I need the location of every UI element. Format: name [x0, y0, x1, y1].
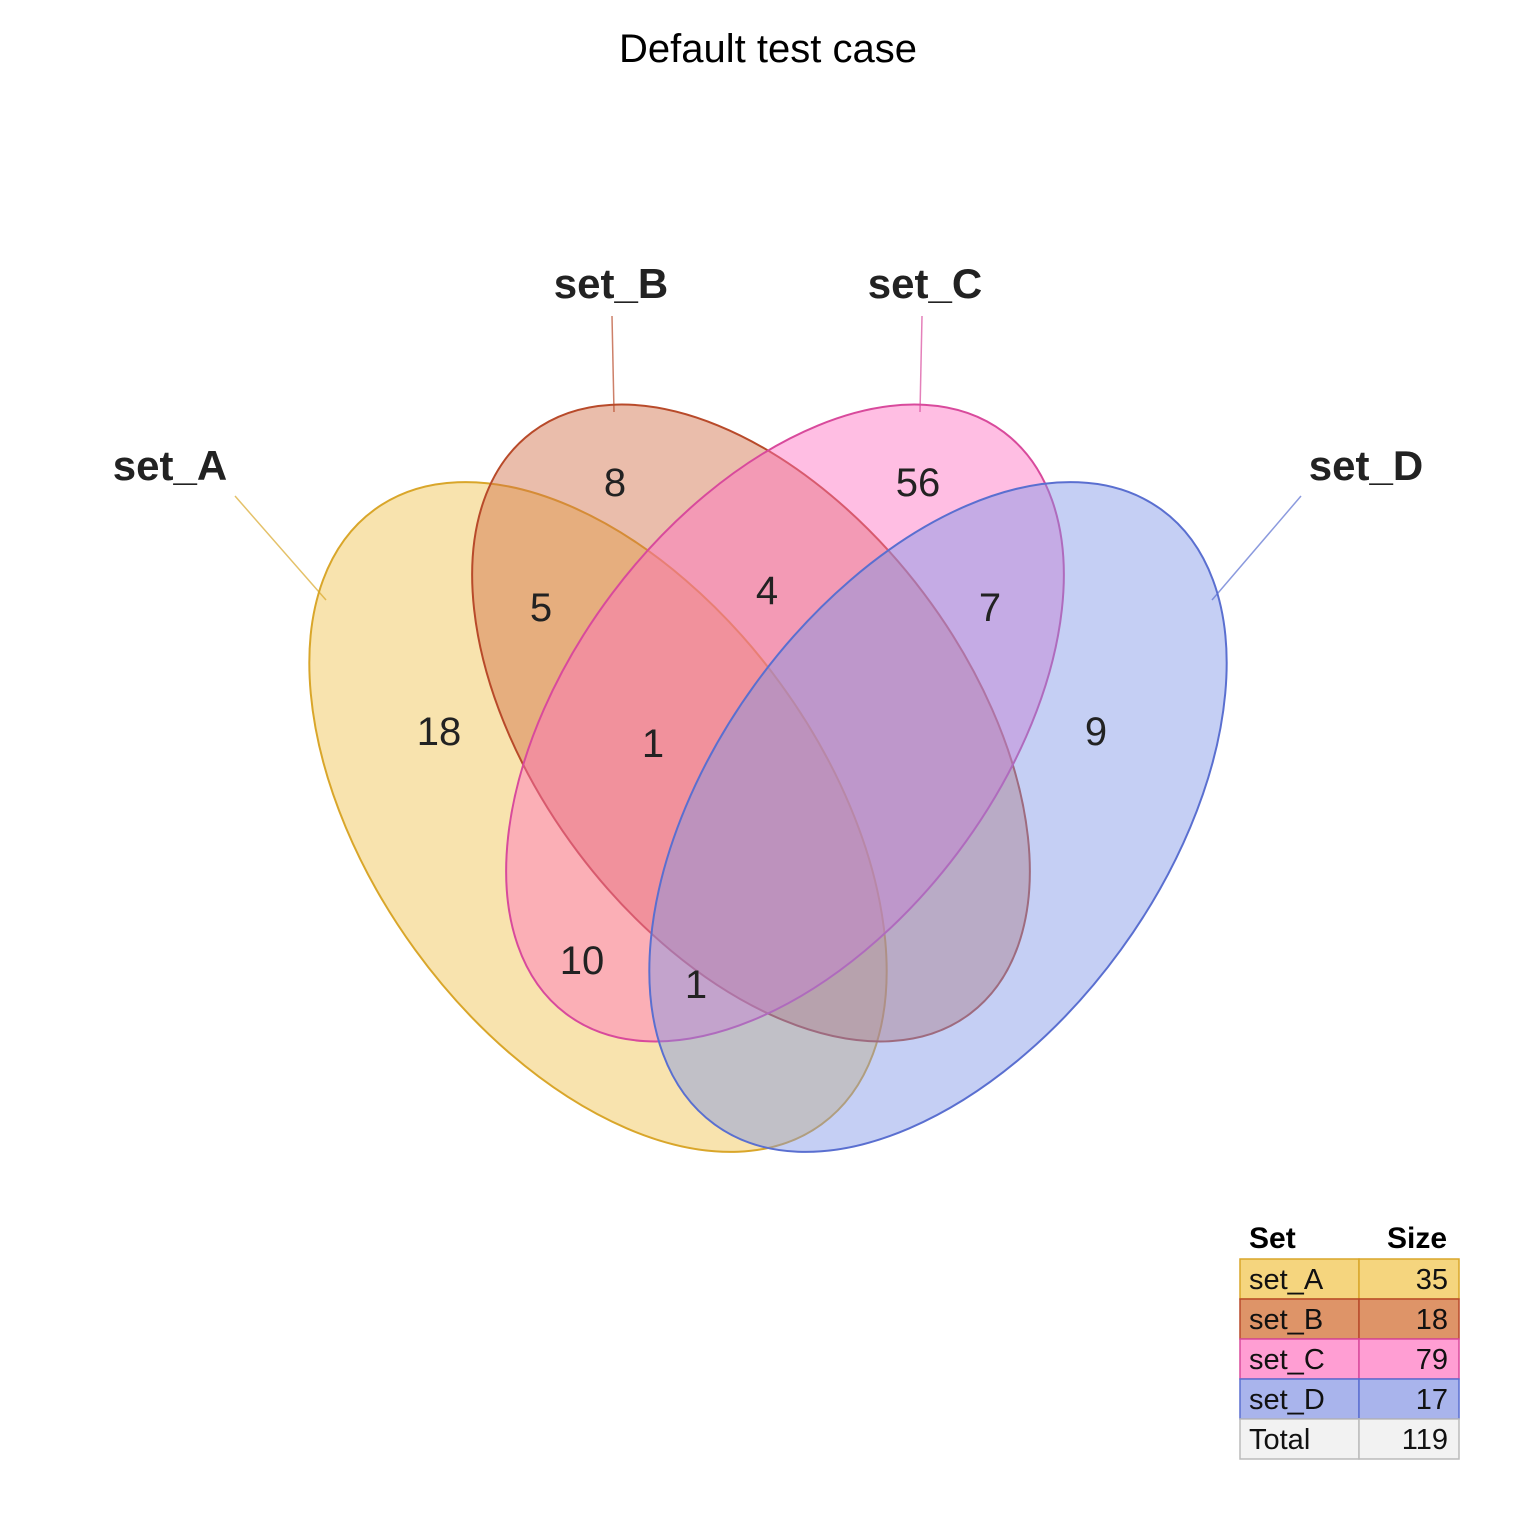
count-acd: 1 — [685, 963, 707, 1007]
table-row-cell-name — [1239, 1418, 1360, 1460]
table-row-size-value: 18 — [1416, 1304, 1448, 1336]
table-row-set-name: set_A — [1249, 1264, 1324, 1296]
set-size-table: Set Size set_A 35 set_B 18 set_C 79 set_… — [1239, 1222, 1460, 1460]
table-total-label: Total — [1249, 1424, 1310, 1456]
leader-set-d — [1211, 495, 1302, 601]
table-row-set-name: set_B — [1249, 1304, 1323, 1336]
ellipse-set-b — [471, 403, 1031, 1043]
table-row-cell-size — [1358, 1298, 1460, 1340]
set-label-b: set_B — [554, 260, 668, 307]
table-header-set: Set — [1249, 1222, 1296, 1255]
table-row-size-value: 35 — [1416, 1264, 1448, 1296]
leader-set-b — [611, 315, 615, 413]
table-row-cell-name — [1239, 1298, 1360, 1340]
table-row-cell-size — [1358, 1258, 1460, 1300]
leader-set-a — [234, 495, 327, 601]
table-row-set-name: set_D — [1249, 1384, 1325, 1416]
count-b-only: 8 — [604, 461, 626, 505]
leader-set-c — [919, 315, 923, 413]
count-ac: 10 — [560, 939, 605, 983]
table-row-cell-name — [1239, 1378, 1360, 1420]
count-abc: 1 — [642, 722, 664, 766]
diagram-title: Default test case — [619, 27, 917, 71]
count-ab: 5 — [530, 586, 552, 630]
ellipse-set-c — [505, 403, 1065, 1043]
table-row-cell-size — [1358, 1378, 1460, 1420]
set-label-a: set_A — [113, 442, 227, 489]
count-c-only: 56 — [896, 461, 941, 505]
count-a-only: 18 — [417, 710, 462, 754]
ellipse-set-a — [308, 481, 888, 1153]
region-counts: 18 8 56 9 5 4 7 1 10 1 — [417, 461, 1107, 1007]
table-row-set-name: set_C — [1249, 1344, 1325, 1376]
table-row-size-value: 79 — [1416, 1344, 1448, 1376]
set-labels: set_A set_B set_C set_D — [113, 260, 1423, 489]
set-ellipses — [308, 403, 1228, 1153]
count-bc: 4 — [756, 569, 778, 613]
set-label-c: set_C — [868, 260, 982, 307]
table-row-size-value: 17 — [1416, 1384, 1448, 1416]
count-d-only: 9 — [1085, 710, 1107, 754]
set-label-d: set_D — [1309, 442, 1423, 489]
table-total-value: 119 — [1402, 1424, 1448, 1456]
table-row-cell-size — [1358, 1418, 1460, 1460]
count-cd: 7 — [979, 586, 1001, 630]
ellipse-set-d — [648, 481, 1228, 1153]
table-header-size: Size — [1387, 1222, 1447, 1255]
label-leaders — [234, 315, 1302, 601]
